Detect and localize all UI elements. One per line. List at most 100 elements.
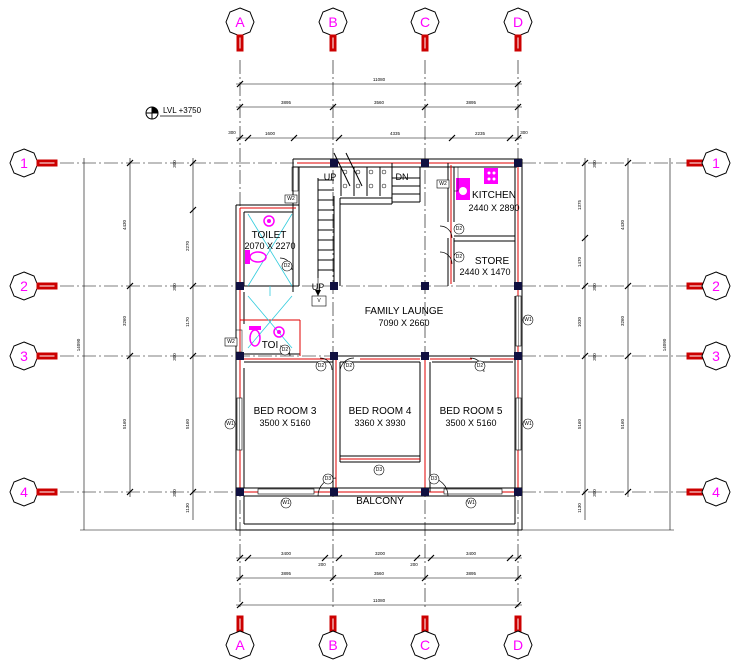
svg-text:3560: 3560 [374, 100, 385, 105]
grid-bubble-c-top: C [410, 7, 440, 52]
svg-text:1470: 1470 [577, 256, 582, 267]
svg-text:14090: 14090 [662, 338, 667, 351]
grid-bubble-1-left: 1 [9, 148, 58, 178]
bed5-name: BED ROOM 5 [440, 406, 503, 417]
svg-text:3260: 3260 [620, 315, 625, 326]
svg-text:1: 1 [20, 155, 28, 171]
tag-w1-left-mid: W1 [224, 418, 236, 430]
tags: W2 W2 W2 V D2 D2 D2 D2 [224, 179, 534, 509]
svg-text:W2: W2 [287, 196, 295, 202]
svg-text:4430: 4430 [122, 219, 127, 230]
bed4-name: BED ROOM 4 [349, 406, 412, 417]
svg-text:D2: D2 [456, 226, 463, 232]
svg-text:D2: D2 [346, 363, 353, 369]
grid-bubble-2-left: 2 [9, 271, 58, 301]
svg-text:1: 1 [712, 155, 720, 171]
svg-text:D2: D2 [456, 254, 463, 260]
tag-w2-kitchen: W2 [436, 179, 450, 189]
svg-text:4: 4 [20, 484, 28, 500]
tag-w1-right-top: W1 [522, 314, 534, 326]
svg-text:5160: 5160 [577, 418, 582, 429]
svg-text:300: 300 [592, 489, 597, 497]
svg-text:4430: 4430 [620, 219, 625, 230]
store-size: 2440 X 1470 [459, 267, 510, 277]
svg-text:2235: 2235 [475, 131, 486, 136]
svg-text:B: B [328, 14, 337, 30]
grid-bubble-b-bottom: B [318, 615, 348, 660]
tag-w2-toi: W2 [224, 337, 238, 347]
svg-text:D3: D3 [431, 476, 438, 482]
svg-text:300: 300 [172, 283, 177, 291]
svg-text:3400: 3400 [281, 551, 292, 556]
level-marker: LVL +3750 [145, 106, 202, 120]
store-name: STORE [475, 256, 510, 267]
stair-dn-label: DN [396, 172, 409, 182]
toilet-fixtures [245, 213, 293, 349]
tag-d3-center: D3 [373, 464, 385, 476]
svg-text:2: 2 [712, 278, 720, 294]
grid-bubble-d-top: D [503, 7, 533, 52]
bed4-size: 3360 X 3930 [354, 418, 405, 428]
tag-d2-store: D2 [453, 251, 465, 263]
svg-text:11080: 11080 [373, 77, 386, 82]
svg-text:3260: 3260 [122, 315, 127, 326]
structural-columns [236, 159, 522, 496]
svg-text:C: C [420, 14, 430, 30]
svg-text:2: 2 [20, 278, 28, 294]
bed3-name: BED ROOM 3 [254, 406, 317, 417]
tag-d2-toi: D2 [279, 344, 291, 356]
tag-w1-right-mid: W1 [522, 418, 534, 430]
svg-text:W2: W2 [439, 181, 447, 187]
grid-bubble-2-right: 2 [686, 271, 731, 301]
svg-text:W1: W1 [524, 421, 532, 427]
svg-text:C: C [420, 637, 430, 653]
svg-text:3: 3 [20, 348, 28, 364]
svg-text:3400: 3400 [466, 551, 477, 556]
grid-bubble-c-bottom: C [410, 615, 440, 660]
svg-text:300: 300 [228, 130, 236, 135]
stair-up-top-label: UP [324, 172, 337, 182]
grid-bubble-b-top: B [318, 7, 348, 52]
svg-text:D2: D2 [284, 263, 291, 269]
grid-bubble-a-top: A [225, 7, 255, 52]
svg-text:A: A [235, 637, 245, 653]
svg-text:3200: 3200 [375, 551, 386, 556]
svg-text:3: 3 [712, 348, 720, 364]
svg-text:300: 300 [592, 353, 597, 361]
svg-text:1375: 1375 [577, 199, 582, 210]
family-size: 7090 X 2660 [378, 318, 429, 328]
staircase: UP UP DN [312, 152, 421, 296]
tag-d2-bed4: D2 [343, 360, 355, 372]
tag-d3-right: D3 [428, 473, 440, 485]
toilet-size: 2070 X 2270 [244, 241, 295, 251]
svg-text:300: 300 [172, 160, 177, 168]
kitchen-fixtures [453, 166, 498, 200]
bottom-dimensions: 3400 3200 3400 200 200 3895 3560 3895 11… [236, 551, 522, 609]
svg-text:300: 300 [592, 160, 597, 168]
svg-text:5160: 5160 [620, 418, 625, 429]
balcony-name: BALCONY [356, 496, 404, 507]
bed5-size: 3500 X 5160 [445, 418, 496, 428]
svg-text:3895: 3895 [466, 100, 477, 105]
stair-up-mid-label: UP [312, 282, 325, 292]
svg-text:300: 300 [172, 489, 177, 497]
kitchen-size: 2440 X 2890 [468, 203, 519, 213]
tag-v-vent: V [311, 295, 327, 307]
tag-d3-left: D3 [322, 473, 334, 485]
kitchen-name: KITCHEN [472, 190, 516, 201]
svg-text:1600: 1600 [265, 131, 276, 136]
svg-text:1030: 1030 [577, 316, 582, 327]
svg-text:3560: 3560 [374, 571, 385, 576]
svg-text:D: D [513, 14, 523, 30]
tag-w2-toilet: W2 [284, 194, 298, 204]
svg-text:A: A [235, 14, 245, 30]
svg-text:200: 200 [410, 562, 418, 567]
svg-text:5160: 5160 [122, 418, 127, 429]
grid-bubble-4-left: 4 [9, 477, 58, 507]
svg-text:1130: 1130 [185, 503, 190, 513]
svg-text:D3: D3 [325, 476, 332, 482]
svg-text:3895: 3895 [281, 571, 292, 576]
toi-name: TOI [262, 340, 278, 351]
family-name: FAMILY LAUNGE [365, 306, 444, 317]
